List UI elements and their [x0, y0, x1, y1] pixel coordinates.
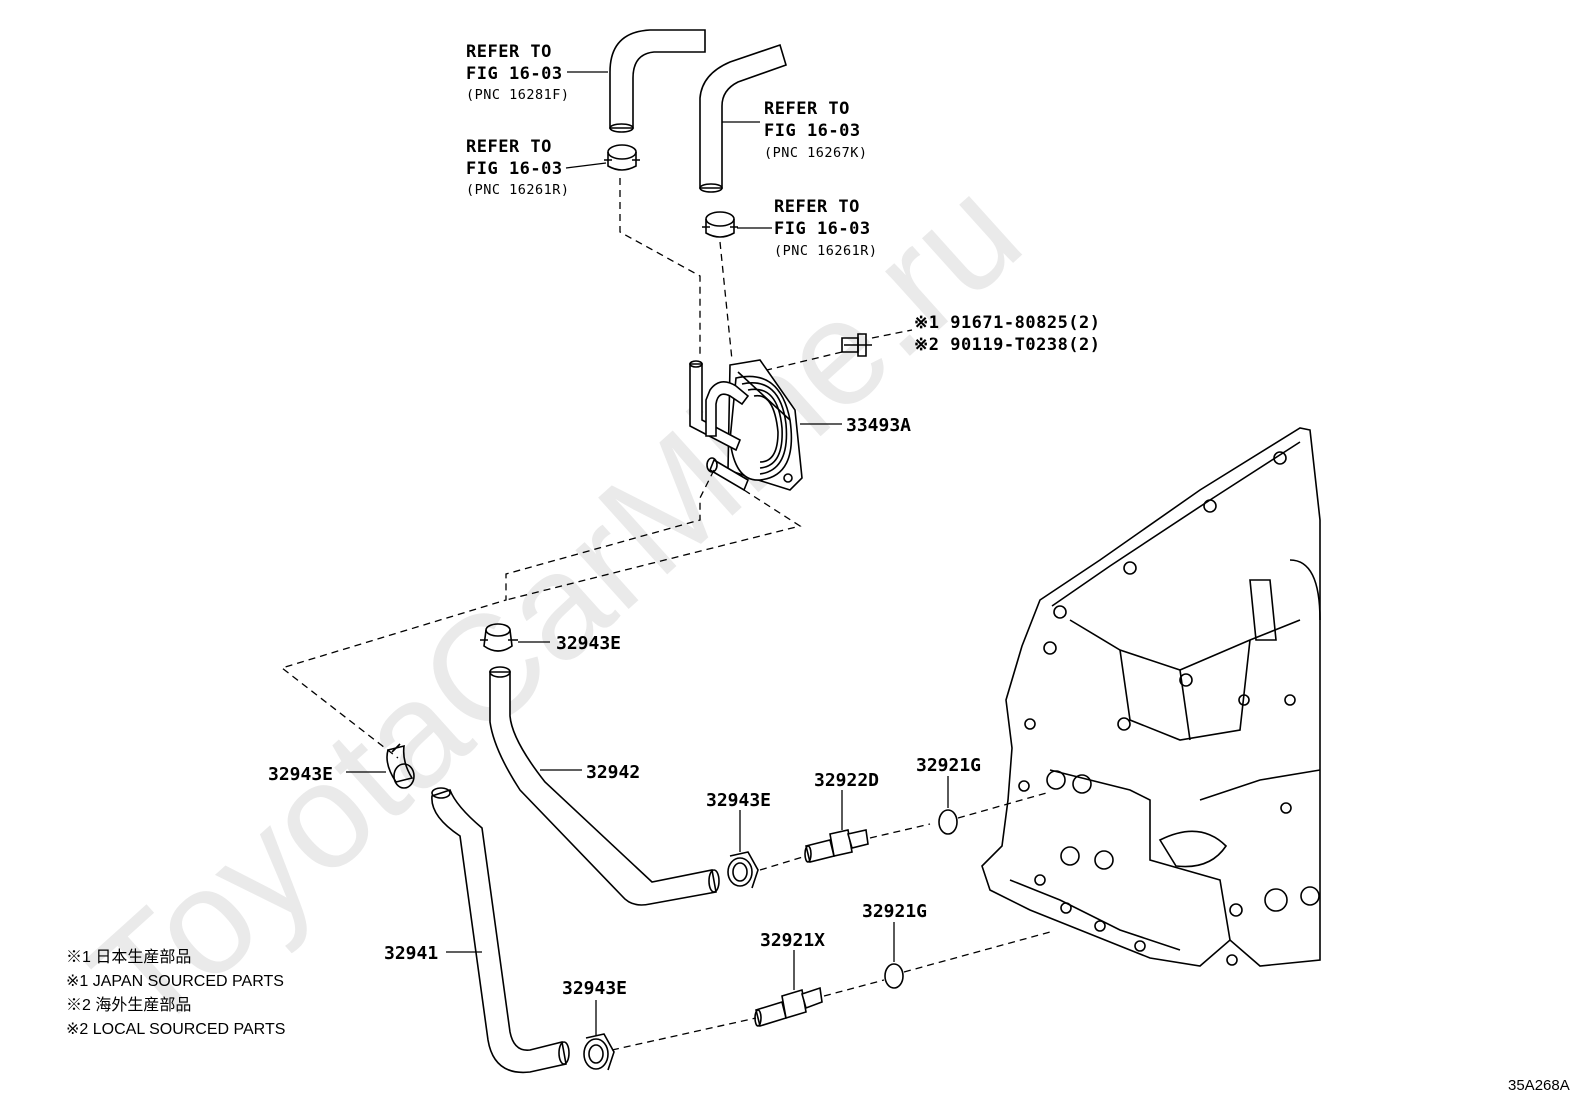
bolt-label-1: ※1 91671-80825(2) [914, 313, 1101, 333]
svg-text:REFER TO: REFER TO [466, 42, 552, 62]
svg-text:FIG 16-03: FIG 16-03 [764, 121, 861, 141]
figure-code: 35A268A [1508, 1077, 1570, 1094]
part-label-hose-upper: 32942 [586, 762, 640, 783]
union-lower [754, 986, 823, 1028]
svg-text:REFER TO: REFER TO [774, 197, 860, 217]
clamp-upper [480, 623, 518, 652]
part-label-hose-lower: 32941 [384, 943, 438, 964]
refer-label-16281f: REFER TO FIG 16-03 (PNC 16281F) [466, 42, 570, 103]
svg-text:FIG 16-03: FIG 16-03 [466, 64, 563, 84]
upper-hose-16267k [699, 43, 787, 193]
refer-label-16261r-right: REFER TO FIG 16-03 (PNC 16261R) [774, 197, 878, 259]
upper-hose-16281f [609, 29, 706, 133]
svg-text:REFER TO: REFER TO [466, 137, 552, 157]
svg-text:※1 JAPAN SOURCED PARTS: ※1 JAPAN SOURCED PARTS [66, 973, 284, 990]
transaxle-housing [981, 427, 1321, 967]
clamp-mid [727, 851, 759, 889]
svg-text:(PNC 16267K): (PNC 16267K) [764, 145, 868, 161]
part-label-clamp-mid: 32943E [706, 790, 771, 811]
svg-text:(PNC 16261R): (PNC 16261R) [774, 243, 878, 259]
part-label-cooler: 33493A [846, 415, 911, 436]
svg-text:※1 日本生産部品: ※1 日本生産部品 [66, 948, 191, 966]
svg-text:FIG 16-03: FIG 16-03 [466, 159, 563, 179]
union-upper [804, 829, 869, 863]
part-label-clamp-lower: 32943E [562, 978, 627, 999]
clamp-16261r-left [604, 144, 640, 171]
refer-label-16261r-left: REFER TO FIG 16-03 (PNC 16261R) [466, 137, 570, 198]
hose-32942 [489, 666, 720, 906]
oil-cooler [689, 359, 803, 492]
svg-text:※2 LOCAL SOURCED PARTS: ※2 LOCAL SOURCED PARTS [66, 1021, 285, 1038]
part-label-clamp-left: 32943E [268, 764, 333, 785]
svg-text:(PNC 16281F): (PNC 16281F) [466, 87, 570, 103]
svg-text:REFER TO: REFER TO [764, 99, 850, 119]
bolt-label-2: ※2 90119-T0238(2) [914, 335, 1101, 355]
bolt [841, 333, 872, 357]
clamp-left [386, 743, 415, 789]
part-label-gasket-upper: 32921G [916, 755, 981, 776]
part-label-clamp-upper: 32943E [556, 633, 621, 654]
hose-32941 [431, 787, 570, 1074]
part-label-gasket-lower: 32921G [862, 901, 927, 922]
part-label-union-lower: 32921X [760, 930, 825, 951]
part-label-union-upper: 32922D [814, 770, 879, 791]
watermark: ToyotaCarMine.ru [59, 147, 1051, 1064]
clamp-16261r-right [702, 211, 738, 238]
gasket-lower [884, 963, 904, 989]
svg-text:※2 海外生産部品: ※2 海外生産部品 [66, 996, 191, 1014]
refer-label-16267k: REFER TO FIG 16-03 (PNC 16267K) [764, 99, 868, 161]
footnotes: ※1 日本生産部品 ※1 JAPAN SOURCED PARTS ※2 海外生産… [66, 948, 285, 1038]
svg-text:(PNC 16261R): (PNC 16261R) [466, 182, 570, 198]
gasket-upper [938, 809, 958, 835]
svg-text:FIG 16-03: FIG 16-03 [774, 219, 871, 239]
clamp-lower [583, 1033, 615, 1071]
